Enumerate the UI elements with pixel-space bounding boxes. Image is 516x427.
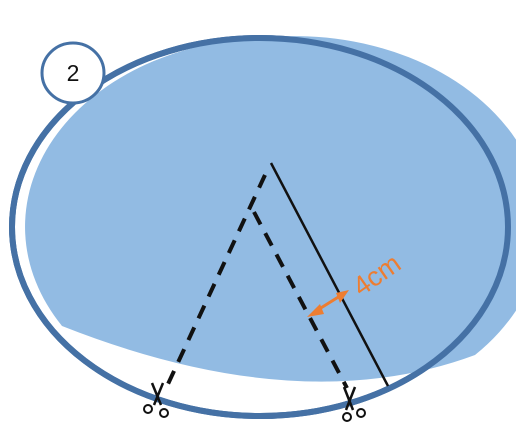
fabric-piece (25, 36, 516, 382)
cut-line-right (252, 211, 349, 389)
fold-line (269, 162, 390, 387)
step-badge-circle (40, 41, 106, 105)
measure-arrowhead-left (307, 304, 324, 317)
step-badge: 2 (40, 41, 106, 105)
step-number: 2 (67, 60, 80, 86)
scissors-icon (342, 386, 366, 422)
cut-line-left (166, 174, 267, 385)
measure-arrowhead-right (336, 290, 349, 303)
cut-lines (166, 174, 349, 389)
fabric-border (9, 35, 511, 419)
scissors-icon (143, 382, 169, 418)
